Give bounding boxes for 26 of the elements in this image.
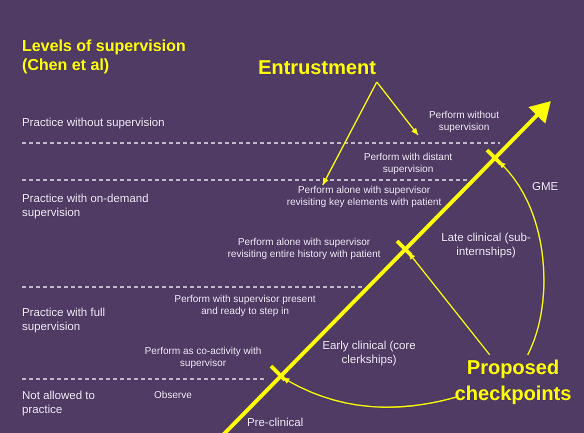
level-description: Observe [154, 390, 193, 402]
level-description: Perform without supervision [418, 110, 510, 134]
heading: Levels of supervision (Chen et al) [22, 37, 187, 75]
leader-arrow [282, 376, 458, 408]
leader-arrow [498, 161, 544, 356]
level-description: Perform alone with supervisor revisiting key elements with patient [278, 185, 450, 209]
leader-arrow [376, 82, 419, 136]
level-description: Perform alone with supervisor revisiting entire history with patient [226, 237, 382, 261]
stage-label: Early clinical (core clerkships) [322, 339, 416, 367]
supervision-level: Not allowed to practice [22, 389, 96, 417]
leader-arrow [408, 252, 490, 356]
checkpoint-tick [485, 148, 503, 166]
checkpoints-heading: Proposed checkpoints [452, 355, 574, 407]
checkpoint-tick [269, 364, 287, 382]
level-description: Perform with distant supervision [362, 152, 454, 176]
level-description: Perform with supervisor present and ready to step in [173, 294, 317, 318]
entrustment-heading: Entrustment [252, 56, 382, 80]
supervision-level: Practice with full supervision [22, 306, 106, 334]
leader-arrow [322, 82, 378, 186]
stage-label: Pre-clinical [247, 416, 304, 430]
stage-label: Late clinical (sub-internships) [440, 231, 532, 259]
supervision-level: Practice with on-demand supervision [22, 192, 150, 220]
stage-label: GME [532, 180, 560, 194]
supervision-level: Practice without supervision [22, 116, 166, 130]
checkpoint-tick [395, 239, 413, 257]
level-description: Perform as co-activity with supervisor [144, 346, 262, 370]
